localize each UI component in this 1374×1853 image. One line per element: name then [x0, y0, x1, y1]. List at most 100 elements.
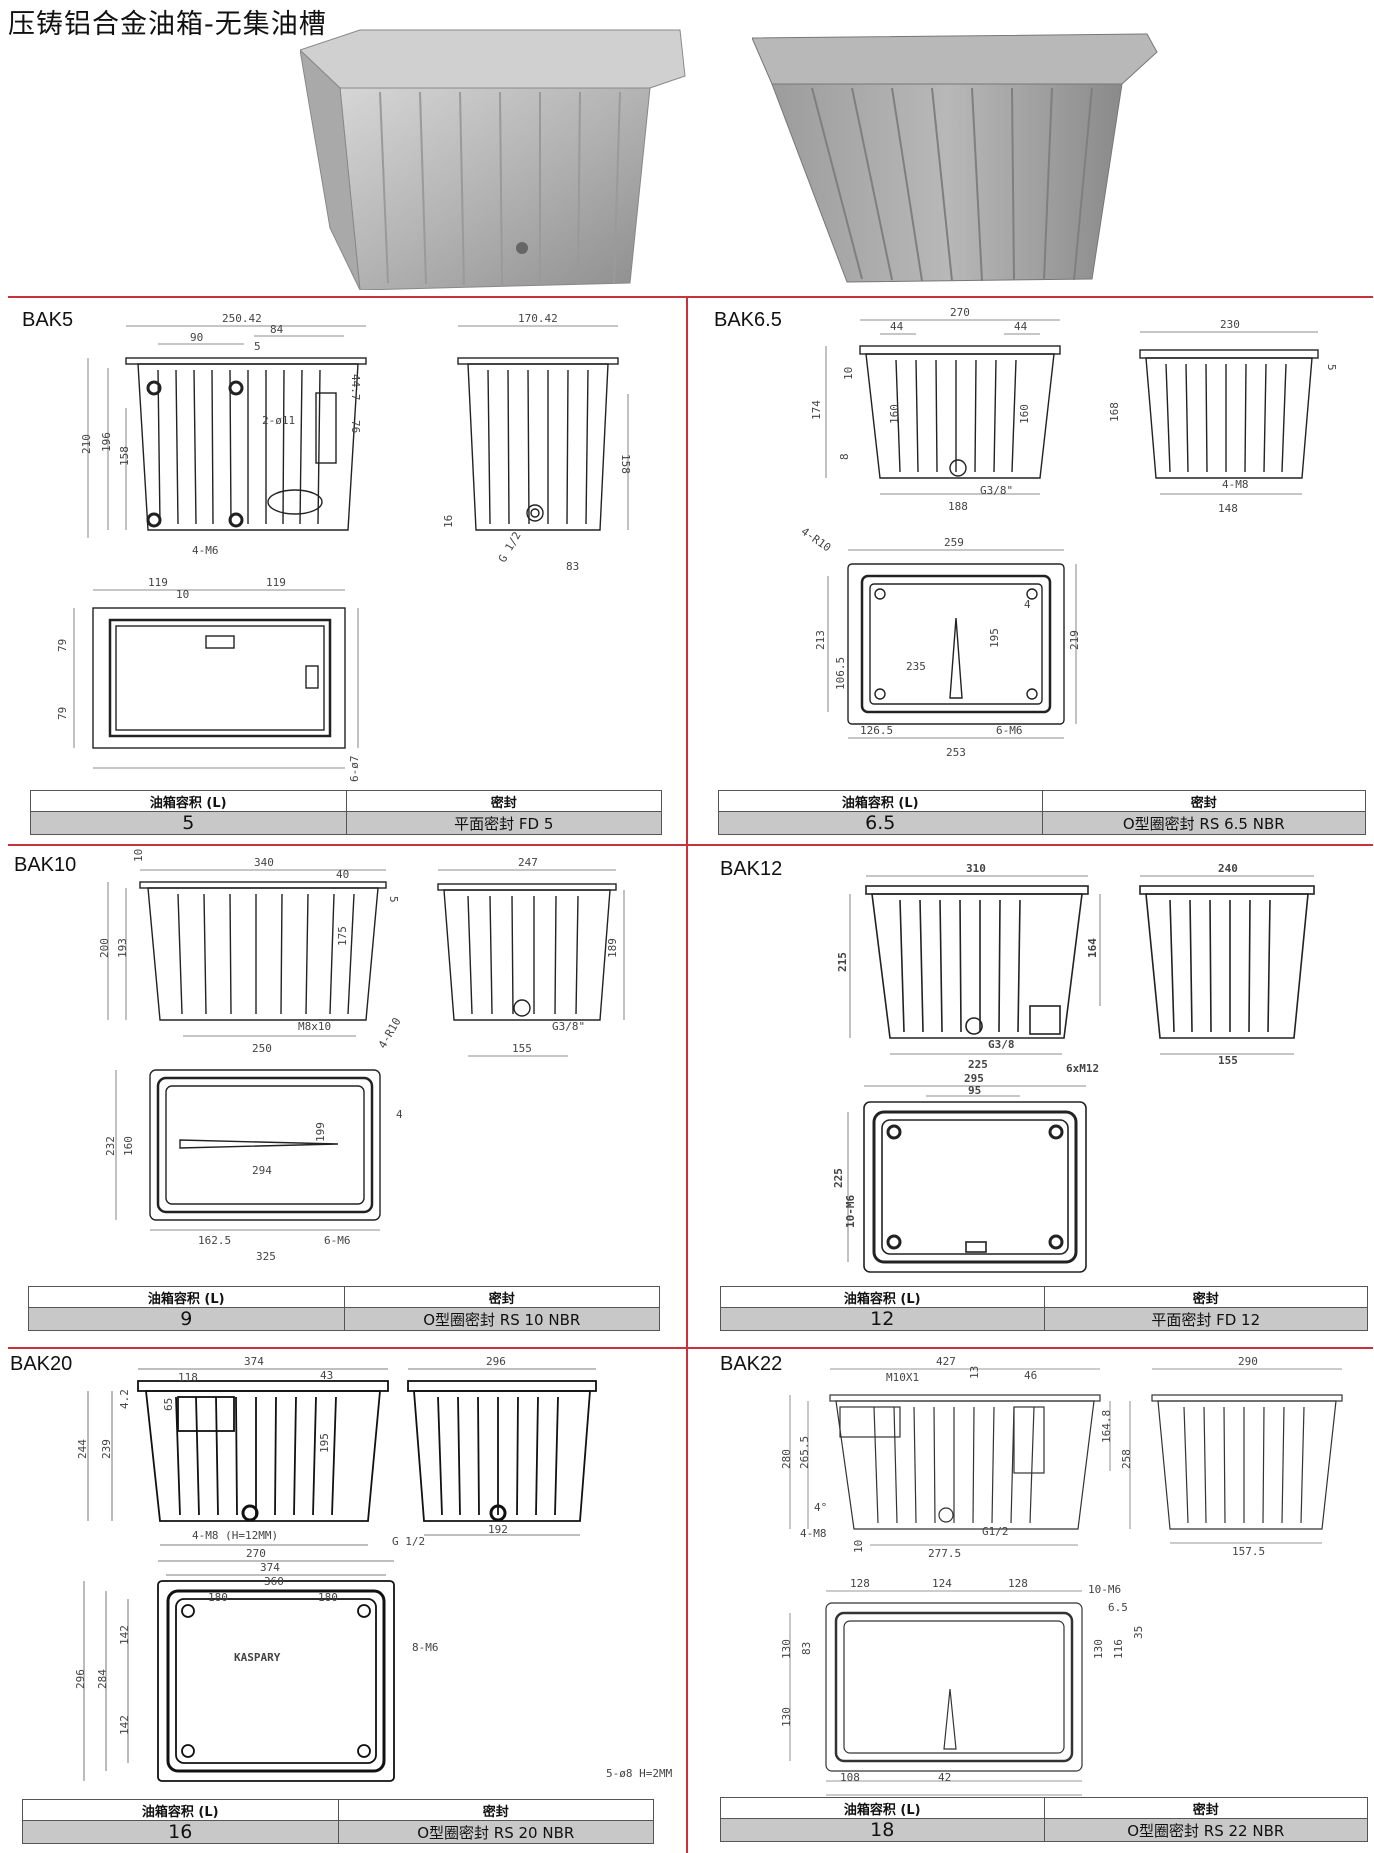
dim-x: 5-ø8 H=2MM: [606, 1767, 673, 1780]
dim-e: 200: [98, 938, 111, 958]
dim-b: 10: [132, 849, 145, 862]
dim-q2: 119: [266, 576, 286, 589]
dim-n: 16: [442, 515, 455, 528]
dim-g: 164.8: [1100, 1410, 1113, 1443]
dim-c: 164: [1086, 938, 1099, 958]
dim-e2: 160: [1018, 404, 1031, 424]
dim-a: 310: [966, 862, 986, 875]
page-title: 压铸铝合金油箱-无集油槽: [8, 9, 327, 40]
dim-b: 215: [836, 952, 849, 972]
dim-h: 195: [318, 1433, 331, 1453]
dim-s: 162.5: [198, 1234, 231, 1247]
dim-t: 8-M6: [412, 1641, 439, 1654]
dim-e: 225: [968, 1058, 988, 1071]
spec-seal: O型圈密封 RS 6.5 NBR: [1122, 814, 1285, 833]
dim-g: 65: [162, 1398, 175, 1411]
dim-p: 160: [122, 1136, 135, 1156]
dim-l: 10-M6: [844, 1195, 857, 1228]
dim-v: 4: [396, 1108, 403, 1121]
dim-i: 4°: [814, 1501, 827, 1514]
dim-k: 296: [486, 1355, 506, 1368]
dim-p2: 180: [318, 1591, 338, 1604]
dim-j: 270: [246, 1547, 266, 1560]
drawing-bak22: 427 M10X1 13 46 280 265.5 164.8 258 4° 4…: [606, 1355, 1343, 1808]
dim-r: 10-M6: [1088, 1583, 1121, 1596]
panel-bak10: BAK10 340 10: [8, 846, 684, 1346]
dim-y: 108: [840, 1771, 860, 1784]
dim-k: 225: [832, 1168, 845, 1188]
spec-table: 油箱容积 (L) 密封 6.5 O型圈密封 RS 6.5 NBR: [718, 790, 1366, 835]
dim-j: 4-R10: [376, 1016, 404, 1051]
dim-c: 10: [842, 367, 855, 380]
brand-label: KASPARY: [234, 1651, 281, 1664]
dim-l: 277.5: [928, 1547, 961, 1560]
model-label: BAK22: [720, 1353, 783, 1375]
dim-k: 10: [852, 1540, 865, 1553]
dim-p2: 128: [1008, 1577, 1028, 1590]
dim-v: 116: [1112, 1639, 1125, 1659]
divider-top: [8, 296, 1373, 298]
dim-r: 294: [252, 1164, 272, 1177]
dim-f: 8: [838, 453, 851, 460]
divider-middle-1: [8, 844, 1373, 846]
spec-header-capacity: 油箱容积 (L): [843, 1802, 921, 1818]
dim-u: 83: [800, 1642, 813, 1655]
panel-bak5: BAK5: [8, 298, 684, 844]
oil-tank-photo-1: [300, 29, 686, 290]
dim-g: 175: [336, 926, 349, 946]
divider-middle-2: [8, 1347, 1373, 1349]
dim-j: 95: [968, 1084, 981, 1097]
dim-t: 219: [1068, 630, 1081, 650]
dim-a: 250.42: [222, 312, 262, 325]
dim-t: 130: [780, 1639, 793, 1659]
dim-u: 126.5: [860, 724, 893, 737]
dim-p: 128: [850, 1577, 870, 1590]
dim-c: 90: [190, 331, 203, 344]
spec-header-seal: 密封: [1190, 795, 1217, 811]
dim-c: 40: [336, 868, 349, 881]
dim-q: 106.5: [834, 657, 847, 690]
dim-h: G3/8": [980, 484, 1013, 497]
dim-n: 4-R10: [799, 525, 834, 555]
dim-k: 168: [1108, 402, 1121, 422]
dim-f: 265.5: [798, 1436, 811, 1469]
dim-s: 79: [56, 639, 69, 652]
dim-h: M8x10: [298, 1020, 331, 1033]
dim-e: 239: [100, 1439, 113, 1459]
dim-p: 213: [814, 630, 827, 650]
dim-n: 374: [260, 1561, 280, 1574]
dim-e: 280: [780, 1449, 793, 1469]
spec-capacity: 6.5: [865, 812, 896, 834]
dim-o: 360: [264, 1575, 284, 1588]
dim-f: 193: [116, 938, 129, 958]
dim-d: 5: [254, 340, 261, 353]
dim-b: M10X1: [886, 1371, 919, 1384]
model-label: BAK12: [720, 858, 783, 880]
dim-w: 35: [1132, 1626, 1145, 1639]
dim-b2: 44: [1014, 320, 1028, 333]
spec-header-seal: 密封: [490, 795, 517, 811]
spec-header-capacity: 油箱容积 (L): [141, 1804, 219, 1820]
dim-e: 160: [888, 404, 901, 424]
dim-g: 240: [1218, 862, 1238, 875]
spec-header-capacity: 油箱容积 (L): [841, 795, 919, 811]
dim-m: 148: [1218, 502, 1238, 515]
spec-header-seal: 密封: [1192, 1802, 1219, 1818]
dim-r: 284: [96, 1669, 109, 1689]
dim-a: 427: [936, 1355, 956, 1368]
dim-i: 76: [349, 420, 362, 433]
spec-seal: O型圈密封 RS 22 NBR: [1127, 1821, 1285, 1840]
drawing-bak12: 310 215 164 G3/8 225 6xM12 240 155 295 9…: [832, 862, 1315, 1273]
dim-o: 232: [104, 1136, 117, 1156]
dim-q: 296: [74, 1669, 87, 1689]
dim-k: 247: [518, 856, 538, 869]
dim-x: 4: [1024, 598, 1031, 611]
dim-o: 259: [944, 536, 964, 549]
dim-l: 189: [606, 938, 619, 958]
spec-seal: 平面密封 FD 5: [454, 814, 554, 833]
panel-bak12: BAK12: [690, 846, 1374, 1346]
